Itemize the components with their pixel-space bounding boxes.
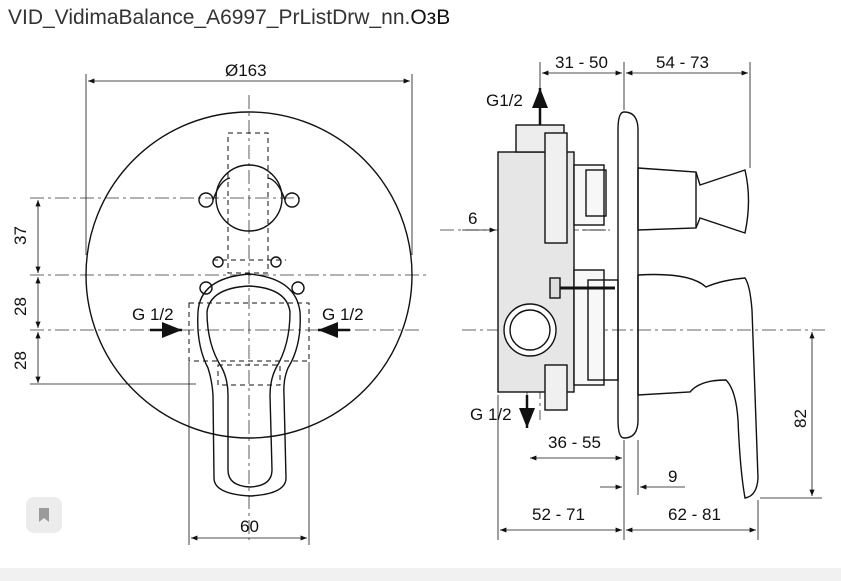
valve-body xyxy=(497,124,619,411)
cover-plate-side xyxy=(617,111,639,439)
inlet-right-label: G 1/2 xyxy=(322,305,364,324)
dim-60: 60 xyxy=(240,517,259,536)
side-view xyxy=(440,62,825,540)
dim-28-bottom: 28 xyxy=(11,351,30,370)
front-view xyxy=(30,74,430,545)
bookmark-icon xyxy=(39,508,49,522)
title-text: VID_VidimaBalance_A6997_PrListDrw_nn. xyxy=(8,6,411,29)
lever-handle xyxy=(197,273,301,497)
cover-plate xyxy=(85,111,413,439)
divertor-knob xyxy=(637,167,750,234)
dim-28-top: 28 xyxy=(11,297,30,316)
title-suffix: ОзВ xyxy=(410,6,451,29)
dim-31-50: 31 - 50 xyxy=(555,53,608,72)
dim-54-73: 54 - 73 xyxy=(656,53,709,72)
dim-62-81: 62 - 81 xyxy=(668,505,721,524)
dim-6: 6 xyxy=(468,209,477,228)
dim-82: 82 xyxy=(791,409,810,428)
bottom-bar xyxy=(0,568,841,581)
page-title: VID_VidimaBalance_A6997_PrListDrw_nn.ОзВ xyxy=(8,6,450,30)
outlet-top-label: G1/2 xyxy=(486,91,523,110)
outlet-bottom-label: G 1/2 xyxy=(470,405,512,424)
dim-diameter: Ø163 xyxy=(225,61,267,80)
dim-9: 9 xyxy=(668,467,677,486)
dim-52-71: 52 - 71 xyxy=(532,505,585,524)
inlet-left-label: G 1/2 xyxy=(132,305,174,324)
dim-37: 37 xyxy=(11,226,30,245)
dim-36-55: 36 - 55 xyxy=(548,433,601,452)
lever-side xyxy=(637,273,759,499)
bookmark-button[interactable] xyxy=(26,497,62,533)
